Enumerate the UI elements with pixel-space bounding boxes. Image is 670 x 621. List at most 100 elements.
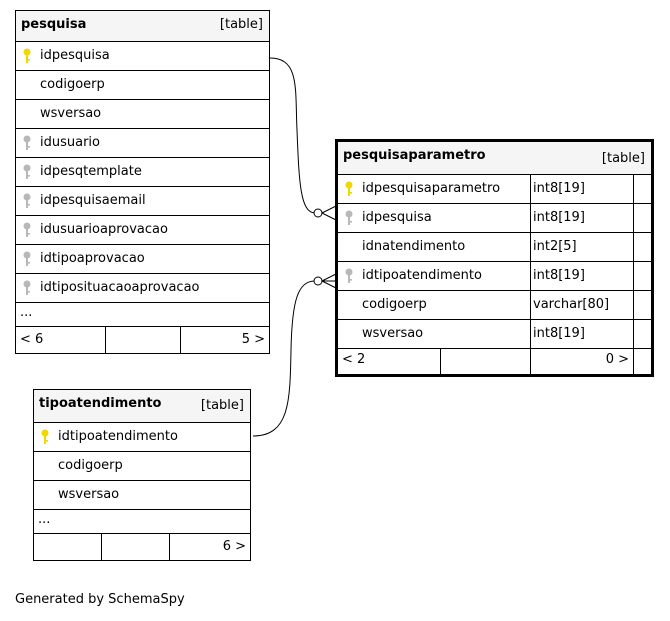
- column-row[interactable]: codigoerp varchar[80]: [338, 291, 651, 320]
- footer-divider: [169, 534, 170, 560]
- table-tipoatendimento[interactable]: tipoatendimento [table] idtipoatendiment…: [33, 389, 251, 561]
- column-row[interactable]: idtipoaprovacao: [16, 245, 269, 274]
- type-divider: [633, 204, 634, 232]
- table-name: tipoatendimento: [39, 396, 162, 411]
- column-name: idpesquisaparametro: [362, 181, 501, 196]
- foreign-key-icon: [23, 222, 31, 237]
- foreign-key-icon: [345, 268, 353, 283]
- column-row[interactable]: wsversao: [16, 100, 269, 129]
- column-name: idpesquisa: [40, 48, 110, 63]
- column-name: idtiposituacaoaprovacao: [40, 280, 200, 295]
- column-row[interactable]: idpesquisa: [16, 42, 269, 71]
- footer-divider: [105, 327, 106, 353]
- column-row[interactable]: idtipoatendimento int8[19]: [338, 262, 651, 291]
- column-name: codigoerp: [362, 297, 427, 312]
- column-type: int8[19]: [533, 210, 585, 225]
- parents-link[interactable]: < 2: [342, 352, 366, 367]
- column-type: varchar[80]: [533, 297, 610, 312]
- column-row[interactable]: idpesquisaemail: [16, 187, 269, 216]
- link-end-circle-idpesquisa: [313, 208, 323, 218]
- table-name: pesquisaparametro: [343, 148, 486, 163]
- foreign-key-icon: [23, 251, 31, 266]
- column-name: idnatendimento: [362, 239, 466, 254]
- primary-key-icon: [345, 181, 353, 196]
- link-end-circle-idtipoatendimento: [313, 276, 323, 286]
- type-divider: [530, 262, 531, 290]
- children-link[interactable]: 5 >: [241, 332, 265, 347]
- column-name: wsversao: [58, 487, 120, 502]
- type-divider: [633, 175, 634, 203]
- table-kind: [table]: [219, 17, 263, 32]
- column-type: int8[19]: [533, 326, 585, 341]
- crowfoot-idpesquisa-top: [321, 205, 337, 214]
- primary-key-icon: [41, 429, 49, 444]
- column-row[interactable]: wsversao: [34, 481, 250, 510]
- column-type: int2[5]: [533, 239, 577, 254]
- column-row[interactable]: codigoerp: [16, 71, 269, 100]
- table-kind: [table]: [200, 398, 244, 413]
- column-row[interactable]: idpesquisaparametro int8[19]: [338, 175, 651, 204]
- footer-divider: [530, 349, 531, 374]
- column-row[interactable]: idpesqtemplate: [16, 158, 269, 187]
- foreign-key-icon: [23, 280, 31, 295]
- foreign-key-icon: [23, 193, 31, 208]
- column-name: idpesquisaemail: [40, 193, 146, 208]
- footer-divider: [180, 327, 181, 353]
- parents-link[interactable]: < 6: [20, 332, 44, 347]
- type-divider: [633, 320, 634, 348]
- table-pesquisa[interactable]: pesquisa [table] idpesquisa codigoerp ws…: [15, 10, 270, 354]
- table-header[interactable]: tipoatendimento [table]: [34, 390, 250, 423]
- link-pesquisa-to-pesquisaparametro: [269, 57, 316, 214]
- column-row[interactable]: wsversao int8[19]: [338, 320, 651, 349]
- column-name: codigoerp: [58, 458, 123, 473]
- children-link[interactable]: 6 >: [222, 539, 246, 554]
- column-type: int8[19]: [533, 268, 585, 283]
- table-footer: < 2 0 >: [338, 349, 651, 374]
- table-pesquisaparametro[interactable]: pesquisaparametro [table] idpesquisapara…: [335, 139, 654, 377]
- column-row[interactable]: idusuarioaprovacao: [16, 216, 269, 245]
- generator-credit: Generated by SchemaSpy: [15, 592, 185, 607]
- foreign-key-icon: [345, 210, 353, 225]
- column-name: wsversao: [40, 106, 102, 121]
- type-divider: [633, 233, 634, 261]
- footer-divider: [633, 349, 634, 374]
- column-row[interactable]: codigoerp: [34, 452, 250, 481]
- footer-divider: [101, 534, 102, 560]
- column-name: codigoerp: [40, 77, 105, 92]
- column-name: idusuarioaprovacao: [40, 222, 168, 237]
- foreign-key-icon: [23, 135, 31, 150]
- type-divider: [633, 291, 634, 319]
- column-name: idpesquisa: [362, 210, 432, 225]
- table-kind: [table]: [601, 151, 645, 166]
- table-header[interactable]: pesquisa [table]: [16, 11, 269, 42]
- more-columns-label: ...: [20, 305, 33, 320]
- type-divider: [530, 175, 531, 203]
- table-name: pesquisa: [21, 17, 87, 32]
- column-name: idusuario: [40, 135, 100, 150]
- table-footer: < 6 5 >: [16, 327, 269, 353]
- column-name: idtipoaprovacao: [40, 251, 145, 266]
- column-name: idtipoatendimento: [362, 268, 482, 283]
- type-divider: [530, 204, 531, 232]
- column-row[interactable]: idusuario: [16, 129, 269, 158]
- crowfoot-idpesquisa-bottom: [321, 212, 337, 221]
- column-row[interactable]: idtipoatendimento: [34, 423, 250, 452]
- column-name: idtipoatendimento: [58, 429, 178, 444]
- column-name: idpesqtemplate: [40, 164, 142, 179]
- type-divider: [530, 291, 531, 319]
- column-row[interactable]: idpesquisa int8[19]: [338, 204, 651, 233]
- column-row[interactable]: idtiposituacaoaprovacao: [16, 274, 269, 303]
- more-columns[interactable]: ...: [16, 303, 269, 327]
- footer-divider: [440, 349, 441, 374]
- table-header[interactable]: pesquisaparametro [table]: [338, 142, 651, 175]
- foreign-key-icon: [23, 164, 31, 179]
- column-type: int8[19]: [533, 181, 585, 196]
- type-divider: [530, 320, 531, 348]
- type-divider: [633, 262, 634, 290]
- column-name: wsversao: [362, 326, 424, 341]
- children-link[interactable]: 0 >: [605, 352, 629, 367]
- crowfoot-idtipoatendimento-bottom: [321, 280, 337, 289]
- crowfoot-idtipoatendimento-top: [321, 273, 337, 282]
- more-columns[interactable]: ...: [34, 510, 250, 534]
- column-row[interactable]: idnatendimento int2[5]: [338, 233, 651, 262]
